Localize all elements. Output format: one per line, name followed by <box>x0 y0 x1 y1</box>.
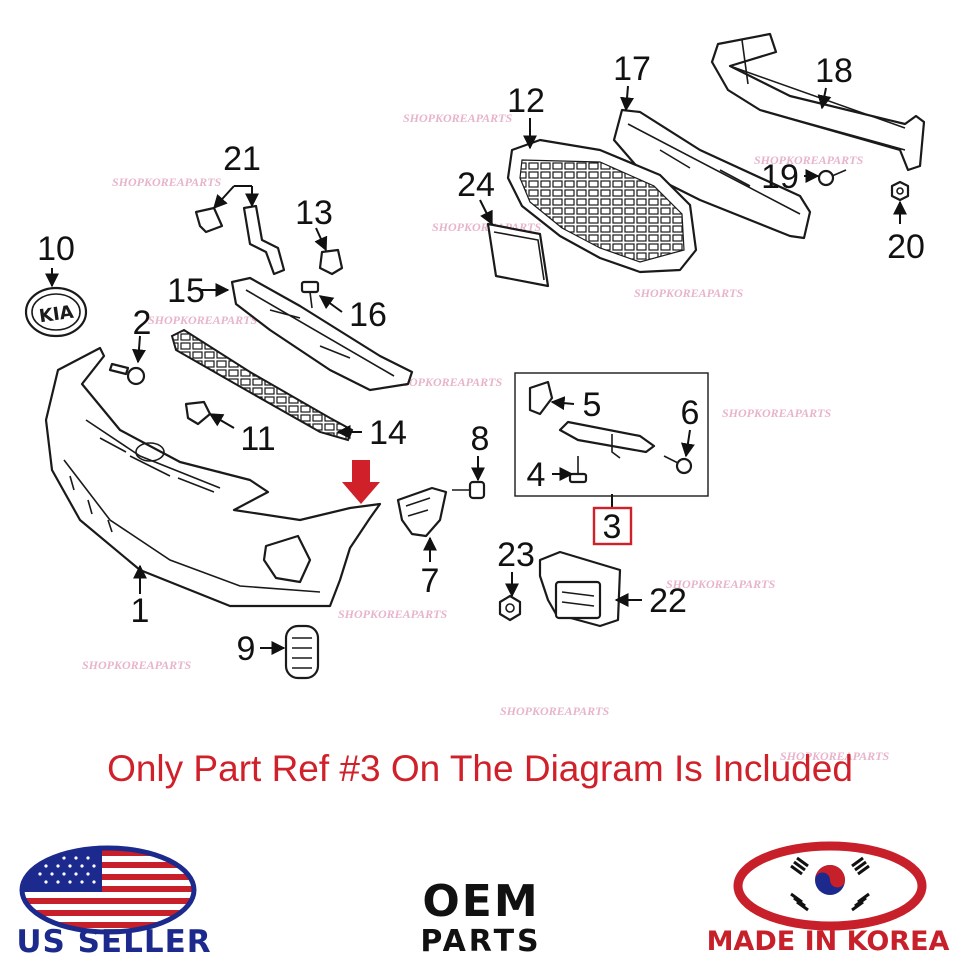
callout-23: 23 <box>497 536 535 574</box>
callout-2: 2 <box>133 304 152 342</box>
made-in-korea-label: MADE IN KOREA <box>706 926 950 957</box>
callout-22: 22 <box>649 582 687 620</box>
callout-18: 18 <box>815 52 853 90</box>
watermark-text: SHOPKOREAPARTS <box>754 153 863 167</box>
watermark-text: SHOPKOREAPARTS <box>634 286 743 300</box>
part-2-screw <box>108 362 146 386</box>
watermark-text: SHOPKOREAPARTS <box>403 111 512 125</box>
callout-10: 10 <box>37 230 75 268</box>
watermark-text: SHOPKOREAPARTS <box>82 658 191 672</box>
parts-label: PARTS <box>420 924 542 959</box>
part-7-bracket <box>396 486 448 538</box>
watermark-text: SHOPKOREAPARTS <box>338 607 447 621</box>
callout-16: 16 <box>349 296 387 334</box>
part-12-grille <box>506 138 698 274</box>
callout-4: 4 <box>527 456 546 494</box>
watermark-text: SHOPKOREAPARTS <box>500 704 609 718</box>
part-23-nut <box>498 594 522 622</box>
part-21-brackets <box>194 204 286 276</box>
part-3-kit-box <box>514 372 709 497</box>
callout-11: 11 <box>240 420 275 458</box>
callout-15: 15 <box>167 272 205 310</box>
part-1-bumper-cover <box>44 346 382 608</box>
watermark-text: SHOPKOREAPARTS <box>112 175 221 189</box>
part-15-upper-garnish <box>230 276 414 392</box>
watermark-text: SHOPKOREAPARTS <box>393 375 502 389</box>
callout-20: 20 <box>887 228 925 266</box>
part-24-plate-bracket <box>486 222 550 288</box>
callout-14: 14 <box>369 414 407 452</box>
watermark-text: SHOPKOREAPARTS <box>722 406 831 420</box>
callout-6: 6 <box>681 394 700 432</box>
callout-13: 13 <box>295 194 333 232</box>
callout-7: 7 <box>421 562 440 600</box>
watermark-text: SHOPKOREAPARTS <box>148 313 257 327</box>
part-11-clip <box>184 400 212 426</box>
part-8-bolt <box>452 480 486 500</box>
part-13-clip <box>318 248 344 276</box>
ref-3-highlight-box <box>592 506 633 546</box>
callout-3: 3 <box>603 508 622 546</box>
watermark-text: SHOPKOREAPARTS <box>780 749 889 763</box>
callout-numbers: 1 2 3 4 5 6 7 8 9 10 11 12 13 14 15 16 1… <box>37 50 925 668</box>
kia-logo-text: KIA <box>38 302 75 328</box>
callout-8: 8 <box>471 420 490 458</box>
callout-21: 21 <box>223 140 261 178</box>
callout-5: 5 <box>583 386 602 424</box>
leader-lines <box>45 85 907 655</box>
red-down-arrow-icon <box>342 460 380 504</box>
callout-17: 17 <box>613 50 651 88</box>
part-19-bolt <box>817 169 847 187</box>
part-17-absorber <box>612 108 812 240</box>
callout-24: 24 <box>457 166 495 204</box>
notice-text: Only Part Ref #3 On The Diagram Is Inclu… <box>107 748 853 789</box>
callout-9: 9 <box>237 630 256 668</box>
part-20-nut <box>890 180 910 202</box>
part-18-beam <box>710 32 926 172</box>
korea-flag-oval-icon <box>733 841 927 931</box>
part-9-fog-cover <box>284 624 320 680</box>
callout-19: 19 <box>761 158 799 196</box>
callout-1: 1 <box>131 592 150 630</box>
oem-label: OEM <box>422 876 540 927</box>
callout-12: 12 <box>507 82 545 120</box>
us-seller-label: US SELLER <box>16 924 212 960</box>
watermark-text: SHOPKOREAPARTS <box>666 577 775 591</box>
part-10-emblem: KIA <box>24 286 88 338</box>
part-16-bolt <box>300 280 320 309</box>
us-flag-oval-icon <box>19 845 197 935</box>
part-22-module <box>538 550 622 628</box>
